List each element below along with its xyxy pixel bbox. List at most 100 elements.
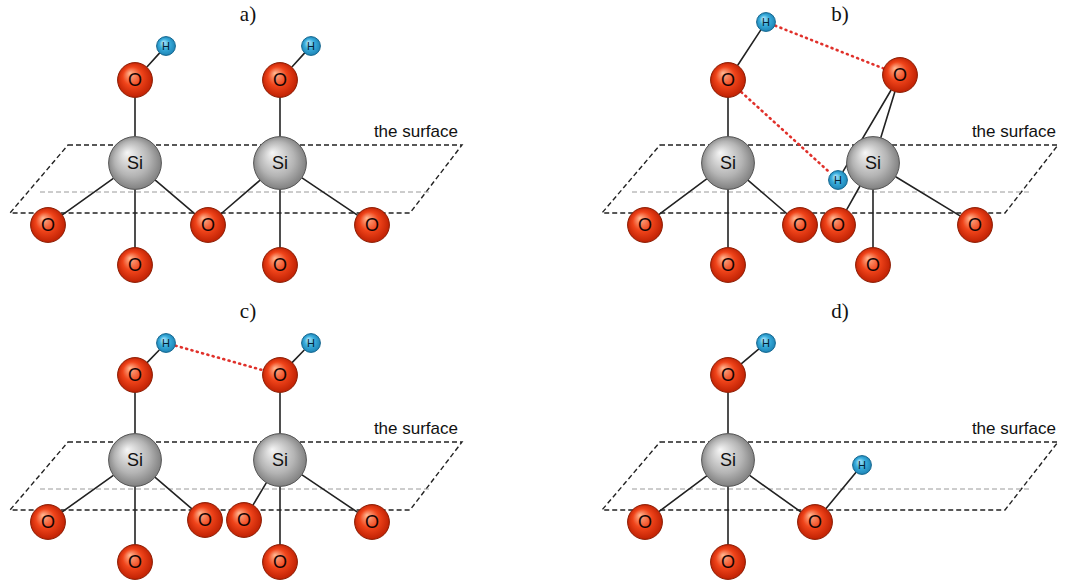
atom-symbol: O [201, 216, 215, 234]
atom-symbol: O [721, 256, 735, 274]
atom-symbol: O [198, 511, 212, 529]
atom-symbol: Si [865, 154, 881, 172]
bond-line [134, 487, 136, 544]
hydrogen-atom: H [301, 36, 321, 56]
atom-symbol: H [307, 41, 315, 52]
bond-line [134, 393, 136, 433]
bond-line [727, 487, 729, 544]
atom-symbol: O [128, 71, 142, 89]
bond-line [134, 98, 136, 136]
atom-symbol: O [273, 366, 287, 384]
silicon-atom: Si [701, 136, 755, 190]
atom-symbol: H [162, 338, 170, 349]
oxygen-atom: O [117, 247, 153, 283]
surface-label: the surface [374, 122, 458, 142]
bond-line [727, 98, 729, 136]
surface-outline [10, 145, 1058, 510]
atom-symbol: H [834, 175, 842, 186]
silicon-atom: Si [846, 136, 900, 190]
oxygen-atom: O [627, 504, 663, 540]
oxygen-atom: O [117, 357, 153, 393]
silicon-atom: Si [108, 433, 162, 487]
oxygen-atom: O [226, 502, 262, 538]
oxygen-atom: O [354, 504, 390, 540]
bond-line [147, 53, 159, 66]
bond-line [279, 393, 281, 433]
atom-symbol: O [365, 216, 379, 234]
oxygen-atom: O [262, 62, 298, 98]
bond-line [156, 180, 195, 213]
bond-line [156, 478, 192, 509]
atom-symbol: O [128, 256, 142, 274]
bond-line [659, 179, 706, 214]
silicon-atom: Si [108, 136, 162, 190]
bond-line [302, 178, 357, 215]
oxygen-atom: O [710, 247, 746, 283]
oxygen-atom: O [262, 544, 298, 580]
atom-symbol: O [41, 216, 55, 234]
oxygen-atom: O [710, 544, 746, 580]
bond-line [727, 393, 729, 433]
atom-symbol: H [858, 460, 866, 471]
atom-symbol: O [831, 216, 845, 234]
panel-label: c) [240, 299, 256, 323]
bond-line [659, 476, 706, 511]
atom-symbol: O [273, 256, 287, 274]
oxygen-atom: O [957, 207, 993, 243]
bond-line [148, 350, 160, 362]
atom-symbol: O [128, 553, 142, 571]
oxygen-atom: O [782, 207, 818, 243]
bond-line [826, 473, 855, 508]
oxygen-atom: O [882, 57, 918, 93]
panel-label: a) [240, 2, 256, 26]
bond-line [742, 349, 759, 363]
hydrogen-atom: H [156, 36, 176, 56]
bond-line [847, 187, 860, 210]
atom-symbol: O [866, 256, 880, 274]
hydrogen-atom: H [852, 455, 872, 475]
oxygen-atom: O [855, 247, 891, 283]
surface-midline [40, 192, 1030, 489]
panel-label: d) [831, 299, 849, 323]
oxygen-atom: O [117, 544, 153, 580]
atom-symbol: Si [272, 451, 288, 469]
atom-symbol: Si [720, 154, 736, 172]
bond-line [872, 190, 874, 247]
bond-line [748, 181, 786, 214]
atom-symbol: O [721, 71, 735, 89]
atom-symbol: Si [720, 451, 736, 469]
atom-symbol: O [638, 513, 652, 531]
bond-line [727, 190, 729, 247]
surface-label: the surface [972, 419, 1056, 439]
oxygen-atom: O [797, 504, 833, 540]
oxygen-atom: O [187, 502, 223, 538]
oxygen-atom: O [710, 62, 746, 98]
bond-line [302, 475, 357, 512]
atom-symbol: O [721, 366, 735, 384]
bond-line [63, 476, 113, 512]
oxygen-atom: O [30, 207, 66, 243]
oxygen-atom: O [262, 247, 298, 283]
surface-label: the surface [374, 419, 458, 439]
atom-symbol: O [808, 513, 822, 531]
bond-line [881, 92, 895, 137]
bond-line [896, 177, 960, 216]
atom-symbol: O [721, 553, 735, 571]
atom-symbol: O [638, 216, 652, 234]
bond-line [738, 30, 761, 65]
bond-line [279, 98, 281, 136]
panel-label: b) [831, 2, 849, 26]
bond-line [134, 190, 136, 247]
oxygen-atom: O [627, 207, 663, 243]
hydrogen-atom: H [756, 12, 776, 32]
atom-symbol: Si [272, 154, 288, 172]
silicon-atom: Si [701, 433, 755, 487]
atom-symbol: O [273, 71, 287, 89]
hydrogen-bond [176, 346, 263, 370]
silicon-atom: Si [253, 136, 307, 190]
atom-symbol: H [307, 338, 315, 349]
bond-line [292, 53, 304, 66]
bond-line [279, 190, 281, 247]
atom-symbol: H [162, 41, 170, 52]
bond-line [222, 181, 260, 214]
